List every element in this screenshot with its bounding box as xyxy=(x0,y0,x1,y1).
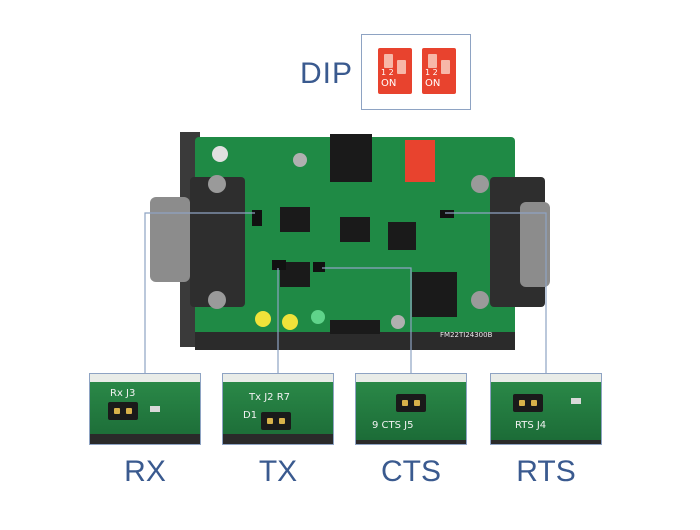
led-yellow-1 xyxy=(255,311,271,327)
rx-label: RX xyxy=(124,455,166,488)
left-screw-bottom xyxy=(208,291,226,309)
board-dip-switch xyxy=(405,140,435,182)
dip-switch-1-lever-2 xyxy=(397,60,406,74)
led-yellow-2 xyxy=(282,314,298,330)
right-screw-bottom xyxy=(471,291,489,309)
cts-silk-text: 9 CTS J5 xyxy=(372,420,414,431)
dip-label: DIP xyxy=(300,57,354,90)
jumper-j2 xyxy=(272,260,286,270)
jumper-j5 xyxy=(313,262,325,272)
rts-jumper-inset: RTS J4 xyxy=(490,373,602,445)
ic-main xyxy=(412,272,457,317)
dip-switch-2-on-label: ON xyxy=(425,78,441,89)
rts-line xyxy=(445,212,547,373)
crystal xyxy=(330,320,380,334)
tx-label: TX xyxy=(258,455,298,488)
tx-jumper xyxy=(261,412,291,430)
dip-switch-2-numbers: 1 2 xyxy=(425,68,438,77)
led-green xyxy=(311,310,325,324)
dip-switch-2[interactable]: 1 2 ON xyxy=(422,48,456,94)
rs232-board-image: FM22TI24300B xyxy=(150,132,550,350)
screw-2 xyxy=(391,315,405,329)
cts-jumper xyxy=(396,394,426,412)
left-db9-shell xyxy=(150,197,190,282)
tx-jumper-inset: Tx J2 R7 D1 xyxy=(222,373,334,445)
ic-2 xyxy=(340,217,370,242)
jumper-j4 xyxy=(440,210,454,218)
tx-silk-text: Tx J2 R7 xyxy=(249,392,291,403)
ic-3 xyxy=(388,222,416,250)
left-screw-top xyxy=(208,175,226,193)
right-screw-top xyxy=(471,175,489,193)
screw xyxy=(293,153,307,167)
dip-switch-1-on-label: ON xyxy=(381,78,397,89)
right-db9-shell xyxy=(520,202,550,287)
tx-silk-text-2: D1 xyxy=(243,410,258,421)
rx-jumper xyxy=(108,402,138,420)
dip-switch-1-lever-1 xyxy=(384,54,393,68)
dip-switch-callout: 1 2 ON 1 2 ON xyxy=(361,34,471,110)
ic-1 xyxy=(280,207,310,232)
cts-line xyxy=(322,267,412,373)
jumper-j3 xyxy=(252,210,262,226)
pcb-bottom-edge xyxy=(195,332,515,350)
cts-jumper-inset: 9 CTS J5 xyxy=(355,373,467,445)
rts-label: RTS xyxy=(516,455,576,488)
dip-switch-1[interactable]: 1 2 ON xyxy=(378,48,412,94)
board-part-number: FM22TI24300B xyxy=(440,331,493,339)
dip-switch-2-lever-1 xyxy=(428,54,437,68)
rts-jumper xyxy=(513,394,543,412)
dip-switch-2-lever-2 xyxy=(441,60,450,74)
power-jack xyxy=(330,134,372,182)
rx-jumper-inset: Rx J3 xyxy=(89,373,201,445)
cts-label: CTS xyxy=(381,455,441,488)
rx-silk-text: Rx J3 xyxy=(110,388,136,399)
rx-line xyxy=(144,212,255,373)
dip-switch-1-numbers: 1 2 xyxy=(381,68,394,77)
left-db9-connector xyxy=(190,177,245,307)
rts-silk-text: RTS J4 xyxy=(515,420,547,431)
mounting-hole xyxy=(212,146,228,162)
